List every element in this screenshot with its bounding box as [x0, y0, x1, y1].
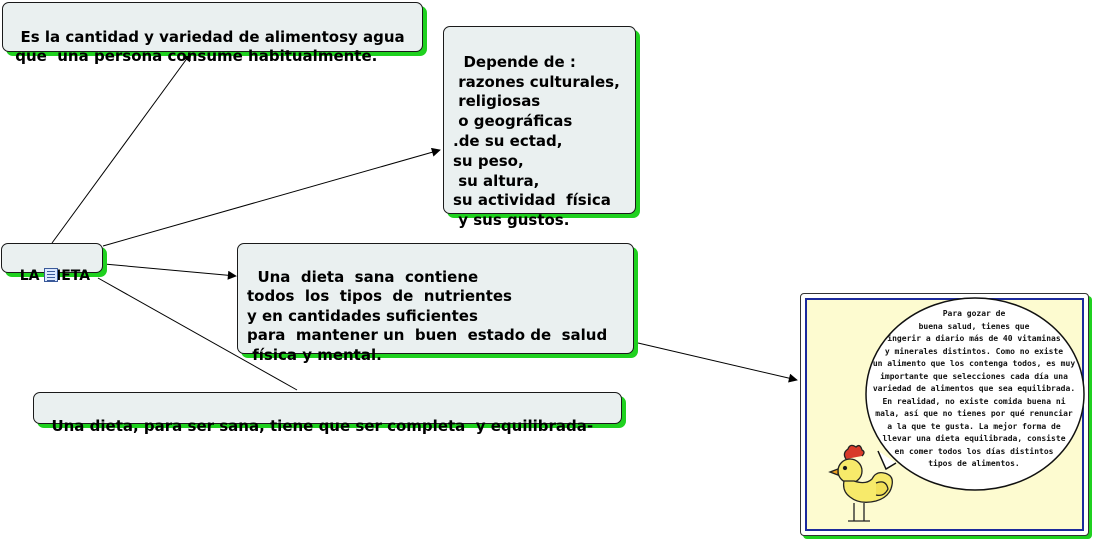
node-definition-text: Es la cantidad y variedad de alimentosy …	[15, 28, 405, 65]
node-healthy-text: Una dieta sana contiene todos los tipos …	[247, 267, 608, 364]
link-root-complete	[97, 277, 298, 391]
link-healthy-image	[637, 342, 798, 383]
speech-bubble-text: Para gozar de buena salud, tienes que in…	[872, 309, 1076, 468]
chicken-illustration	[828, 444, 893, 522]
speech-bubble-graphic	[828, 297, 1085, 522]
node-depends[interactable]: Depende de : razones culturales, religio…	[443, 26, 636, 229]
node-depends-text: Depende de : razones culturales, religio…	[453, 52, 620, 230]
node-definition[interactable]: Es la cantidad y variedad de alimentosy …	[2, 2, 423, 65]
speech-bubble-tail	[877, 450, 897, 471]
node-healthy[interactable]: Una dieta sana contiene todos los tipos …	[237, 243, 634, 364]
document-icon[interactable]	[44, 268, 58, 282]
node-complete[interactable]: Una dieta, para ser sana, tiene que ser …	[33, 392, 622, 435]
link-root-healthy	[103, 263, 237, 280]
speech-bubble	[865, 297, 1085, 491]
node-root[interactable]: LA DIETA	[1, 243, 103, 284]
link-root-definition	[51, 52, 192, 244]
link-root-depends	[102, 147, 441, 247]
node-complete-text: Una dieta, para ser sana, tiene que ser …	[51, 417, 594, 435]
